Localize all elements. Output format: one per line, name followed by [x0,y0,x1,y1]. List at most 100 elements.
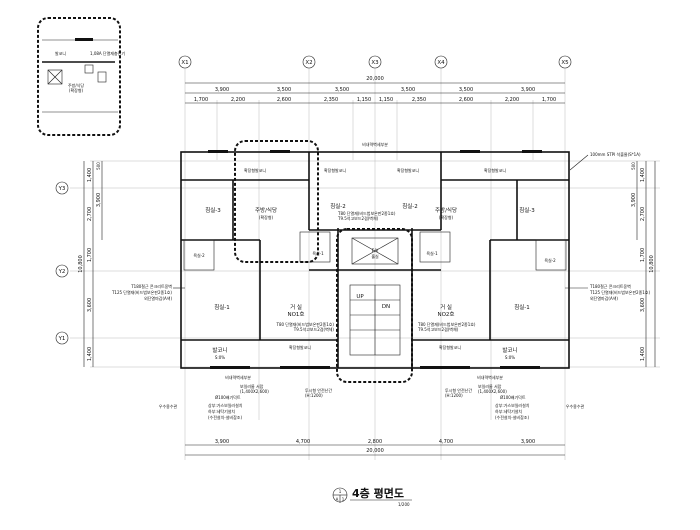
svg-text:2,700: 2,700 [87,207,93,221]
svg-text:하부:세탁기설치: 하부:세탁기설치 [208,408,235,414]
kitchen-detail-inset: 발코니 1,08A 단열재충전기 주방/식당 (확장형) [37,17,125,136]
svg-text:3,500: 3,500 [401,87,415,93]
svg-text:(수전설치-설비참조): (수전설치-설비참조) [495,414,529,420]
svg-text:1: 1 [342,497,345,502]
svg-text:비내력벽세부분: 비내력벽세부분 [362,141,388,147]
svg-text:비내력벽세부분: 비내력벽세부분 [477,374,503,380]
svg-text:X4: X4 [437,60,445,66]
svg-text:4,700: 4,700 [296,439,310,445]
svg-text:1,700: 1,700 [640,248,646,262]
svg-text:거 실: 거 실 [290,303,302,311]
svg-text:X1: X1 [181,60,188,66]
svg-text:하부:세탁기설치: 하부:세탁기설치 [495,408,522,414]
svg-text:20,000: 20,000 [366,76,384,82]
svg-text:침실-1: 침실-1 [214,303,230,311]
svg-text:비내력벽세부분: 비내력벽세부분 [225,374,251,380]
svg-text:2,200: 2,200 [505,97,519,103]
svg-text:UP: UP [356,294,364,300]
svg-text:X2: X2 [305,60,312,66]
svg-text:1,400: 1,400 [640,347,646,361]
svg-text:확장형발코니: 확장형발코니 [324,167,346,173]
svg-text:(확장형): (확장형) [439,214,454,220]
svg-text:T180철근 콘크리트옹벽: T180철근 콘크리트옹벽 [589,283,631,289]
scale-label: 1/200 [398,502,410,507]
svg-text:A: A [336,497,339,502]
svg-text:T80 단열재(비드법보온판2종1호): T80 단열재(비드법보온판2종1호) [417,321,476,327]
svg-text:T80 단열재(비드법보온판2종1호): T80 단열재(비드법보온판2종1호) [337,210,396,216]
svg-text:3,900: 3,900 [521,87,535,93]
svg-text:3,500: 3,500 [335,87,349,93]
svg-text:2,800: 2,800 [368,439,382,445]
svg-text:500: 500 [631,162,636,170]
kitchen-detail-highlight [234,140,319,263]
svg-text:X5: X5 [561,60,569,66]
svg-text:주방/식당: 주방/식당 [255,206,277,214]
svg-text:T9.5석고보드2겹(벽체): T9.5석고보드2겹(벽체) [417,326,459,332]
svg-text:확장형발코니: 확장형발코니 [289,344,311,350]
svg-text:우수용수관: 우수용수관 [159,403,178,409]
svg-text:2,600: 2,600 [459,97,473,103]
svg-text:NO2호: NO2호 [437,311,454,318]
svg-text:(H:1200): (H:1200) [305,393,323,398]
svg-text:1,400: 1,400 [640,168,646,182]
svg-text:상부:가스보일러설치: 상부:가스보일러설치 [208,402,243,408]
svg-text:DN: DN [382,304,390,310]
svg-text:2,350: 2,350 [412,97,426,103]
svg-text:3,600: 3,600 [87,298,93,312]
svg-text:1,400: 1,400 [87,168,93,182]
svg-text:발코니: 발코니 [55,50,66,56]
svg-text:투시형 안전난간: 투시형 안전난간 [305,387,332,393]
grid-bubbles-x: X1 X2 X3 X4 X5 [178,55,572,69]
svg-text:T9.5석고보드2겹(벽체): T9.5석고보드2겹(벽체) [293,326,335,332]
svg-text:발코니: 발코니 [212,346,227,354]
svg-text:S:0%: S:0% [505,355,515,360]
svg-text:Ø100배기덕트: Ø100배기덕트 [215,394,241,400]
svg-text:3,500: 3,500 [459,87,473,93]
core-detail-highlight [336,228,413,383]
svg-text:Y3: Y3 [58,186,66,192]
svg-text:상부:가스보일러설치: 상부:가스보일러설치 [495,402,530,408]
svg-text:보일러룸 서랍: 보일러룸 서랍 [478,383,502,389]
svg-text:T9.5석고보드2겹(벽체): T9.5석고보드2겹(벽체) [337,215,379,221]
svg-text:보일러룸 서랍: 보일러룸 서랍 [240,383,264,389]
svg-text:(확장형): (확장형) [259,214,274,220]
core-labels: E/V 홀실 UP DN [356,248,390,310]
unit-right-labels: 침실-3 주방/식당 (확장형) 침실-2 욕실-1 욕실-2 침실-1 거 실… [402,202,556,360]
svg-text:발코니: 발코니 [502,346,517,354]
svg-text:주방/식당: 주방/식당 [435,206,457,214]
svg-text:X3: X3 [371,60,379,66]
svg-text:(수전설치-설비참조): (수전설치-설비참조) [208,414,242,420]
svg-text:E/V: E/V [372,248,379,253]
svg-text:1: 1 [339,489,342,494]
svg-text:욕실-2: 욕실-2 [193,252,205,258]
svg-text:3,500: 3,500 [277,87,291,93]
page-title: 4층 평면도 [352,486,404,500]
svg-text:3,900: 3,900 [631,193,637,207]
svg-text:욕실-1: 욕실-1 [426,250,438,256]
svg-text:(1,400X2,600): (1,400X2,600) [478,389,507,394]
svg-text:T125 단열재(비드법보온판2종1호): T125 단열재(비드법보온판2종1호) [589,289,650,295]
bottom-dimensions: 3,900 4,700 2,800 4,700 3,900 20,000 [185,439,565,456]
right-dimensions: 10,800 1,400 2,700 1,700 3,600 1,400 3,9… [631,161,656,367]
svg-text:1,700: 1,700 [542,97,556,103]
svg-text:1,08A 단열재충전기: 1,08A 단열재충전기 [90,50,125,56]
building-walls [180,150,570,369]
svg-text:확장형발코니: 확장형발코니 [484,167,506,173]
svg-text:확장형발코니: 확장형발코니 [439,344,461,350]
svg-text:확장형발코니: 확장형발코니 [397,167,419,173]
svg-text:투시형 안전난간: 투시형 안전난간 [445,387,472,393]
svg-text:T125 단열재(비드법보온판2종1호): T125 단열재(비드법보온판2종1호) [111,289,172,295]
svg-text:외단열마감(A색): 외단열마감(A색) [144,295,172,301]
svg-text:10,800: 10,800 [78,255,84,273]
svg-text:T80 단열재(비드법보온판2종1호): T80 단열재(비드법보온판2종1호) [276,321,335,327]
svg-text:2,600: 2,600 [277,97,291,103]
svg-text:20,000: 20,000 [366,448,384,454]
svg-text:1,150: 1,150 [357,97,371,103]
svg-text:10,800: 10,800 [649,255,655,273]
svg-text:침실-2: 침실-2 [402,202,418,210]
grid-bubbles-y: Y3 Y2 Y1 [55,181,69,345]
svg-text:3,600: 3,600 [640,298,646,312]
svg-text:홀실: 홀실 [371,253,379,259]
unit-left-labels: 침실-3 주방/식당 (확장형) 침실-2 욕실-1 욕실-2 침실-1 거 실… [193,202,345,360]
